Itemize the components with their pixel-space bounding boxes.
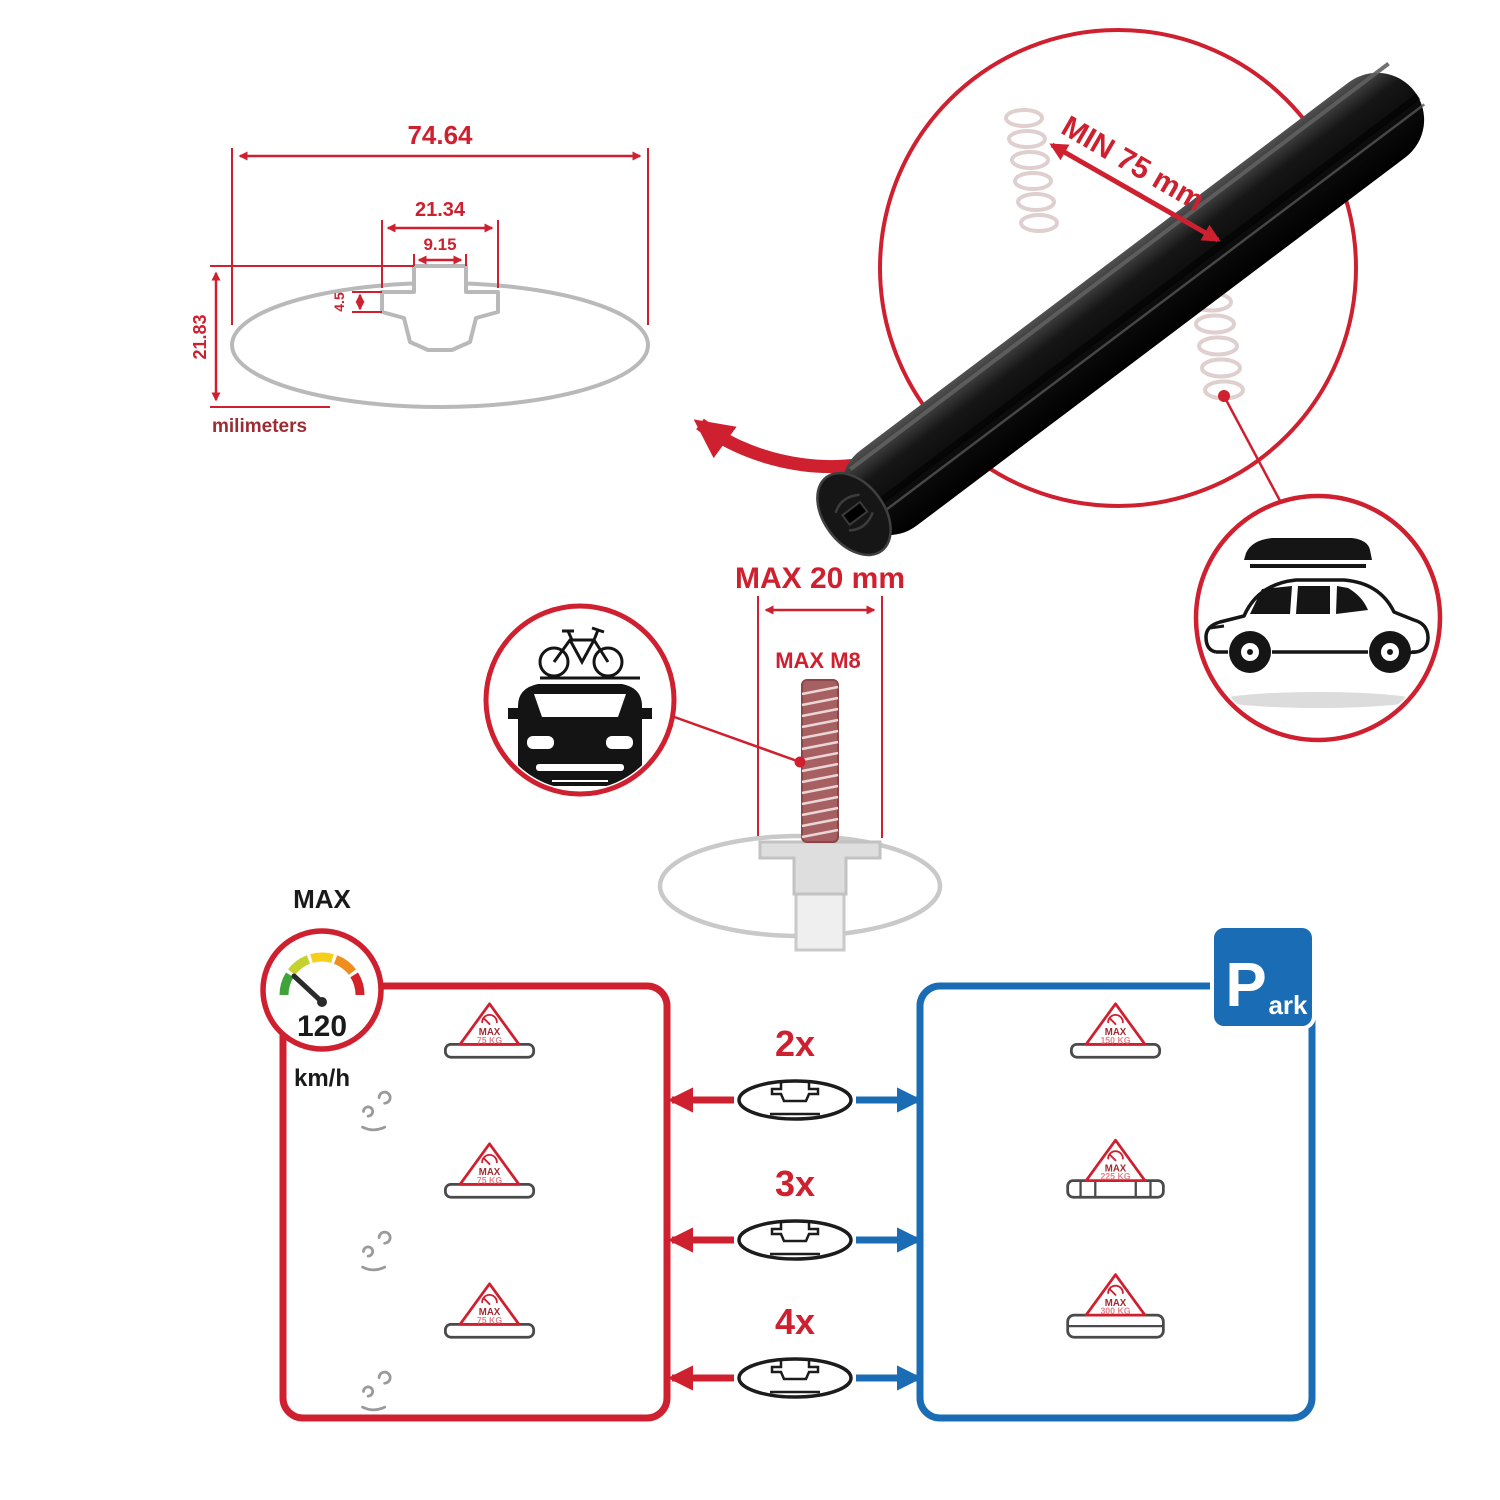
badge-load: 75 KG	[477, 1315, 502, 1325]
speed-units: km/h	[294, 1065, 350, 1092]
min-span-arrow	[1049, 142, 1221, 243]
quantity-2x: 2x	[775, 1023, 815, 1064]
crossbar-3d-detail: MIN 75 mm	[816, 28, 1426, 557]
dim-lip-height: 4.5	[331, 292, 347, 312]
roof-load-badge: MAX 75 KG	[458, 1002, 521, 1046]
speedometer-icon	[260, 928, 384, 1052]
motion-swirls	[361, 1090, 392, 1132]
car-shadow	[1223, 692, 1413, 708]
units-label: milimeters	[212, 416, 307, 437]
driving-car-row-3: MAX 75 KG	[361, 1282, 536, 1412]
parking-box	[916, 982, 1316, 1422]
driving-car-row-2: MAX 75 KG	[361, 1142, 536, 1272]
threaded-bolt	[801, 679, 839, 843]
car-front-icon	[508, 684, 652, 787]
roof-cargo	[443, 1042, 536, 1059]
roof-box-icon	[1244, 538, 1372, 560]
parked-car-row-2: MAX 225 KG	[1066, 1138, 1165, 1199]
badge-load: 75 KG	[477, 1035, 502, 1045]
badge-max: MAX	[479, 1167, 501, 1178]
bicycle-icon	[538, 626, 624, 678]
bolt-callout-dot	[794, 756, 806, 768]
profile-t-slot-channel	[380, 264, 500, 352]
roof-cargo	[443, 1322, 536, 1339]
quantity-3x: 3x	[775, 1163, 815, 1204]
parking-sign-letter: P	[1225, 951, 1266, 1020]
crossbar-cross-section-icon	[737, 1219, 853, 1261]
roof-load-badge: MAX 75 KG	[458, 1142, 521, 1186]
parking-sign-suffix: ark	[1268, 990, 1308, 1020]
bolt-max-width-label: MAX 20 mm	[735, 562, 905, 595]
roof-load-badge: MAX 225 KG	[1084, 1138, 1147, 1183]
badge-max: MAX	[479, 1307, 501, 1318]
badge-max: MAX	[1105, 1298, 1127, 1309]
profile-dimension-drawing: 74.64 21.34 9.15 4.5 21.83 milimeters	[190, 120, 650, 437]
dim-channel-width: 21.34	[415, 199, 466, 221]
bolt-callout-line	[665, 712, 801, 764]
parking-sign: P ark	[1210, 924, 1316, 1030]
parked-car-row-3: MAX 300 KG	[1066, 1273, 1165, 1339]
bolt-detail: MAX 20 mm MAX M8	[657, 562, 943, 952]
ghost-rail-left	[1004, 108, 1059, 233]
roof-load-badge: MAX 300 KG	[1084, 1273, 1147, 1317]
motion-swirls	[361, 1230, 392, 1272]
crossbar-render	[816, 62, 1426, 557]
parked-car-row-1: MAX 150 KG	[1069, 1002, 1162, 1059]
dim-total-height: 21.83	[190, 314, 210, 359]
badge-max: MAX	[1105, 1027, 1127, 1038]
roof-basket	[1066, 1179, 1165, 1199]
roof-load-badge: MAX 150 KG	[1084, 1002, 1147, 1046]
roof-cargo	[1069, 1042, 1162, 1059]
roof-load-badge: MAX 75 KG	[458, 1282, 521, 1326]
quantity-column: 2x 3x 4x	[667, 1023, 923, 1399]
ghost-stem	[794, 892, 846, 952]
quantity-4x: 4x	[775, 1301, 815, 1342]
callout-line	[1222, 395, 1288, 513]
crossbar-cross-section-icon	[737, 1079, 853, 1121]
badge-max: MAX	[479, 1027, 501, 1038]
roofbox-suv-inset	[1193, 493, 1443, 743]
motion-swirls	[361, 1370, 392, 1412]
driving-car-row-1: MAX 75 KG	[361, 1002, 536, 1132]
badge-load: 150 KG	[1100, 1035, 1130, 1045]
badge-load: 300 KG	[1100, 1306, 1130, 1316]
badge-load: 225 KG	[1100, 1172, 1130, 1182]
dim-slot-width: 9.15	[423, 235, 456, 254]
bolt-max-thread-label: MAX M8	[775, 648, 861, 673]
speed-limit: MAX 120 km/h	[260, 884, 384, 1092]
crossbar-cross-section-icon	[737, 1357, 853, 1399]
speed-value: 120	[297, 1010, 347, 1043]
speed-max-label: MAX	[293, 884, 351, 914]
dim-total-width: 74.64	[407, 120, 473, 150]
t-bolt-head	[758, 840, 882, 896]
badge-load: 75 KG	[477, 1175, 502, 1185]
roof-cargo	[443, 1182, 536, 1199]
gauge-needle	[291, 973, 325, 1005]
badge-max: MAX	[1105, 1163, 1127, 1174]
bike-car-inset	[483, 603, 677, 797]
